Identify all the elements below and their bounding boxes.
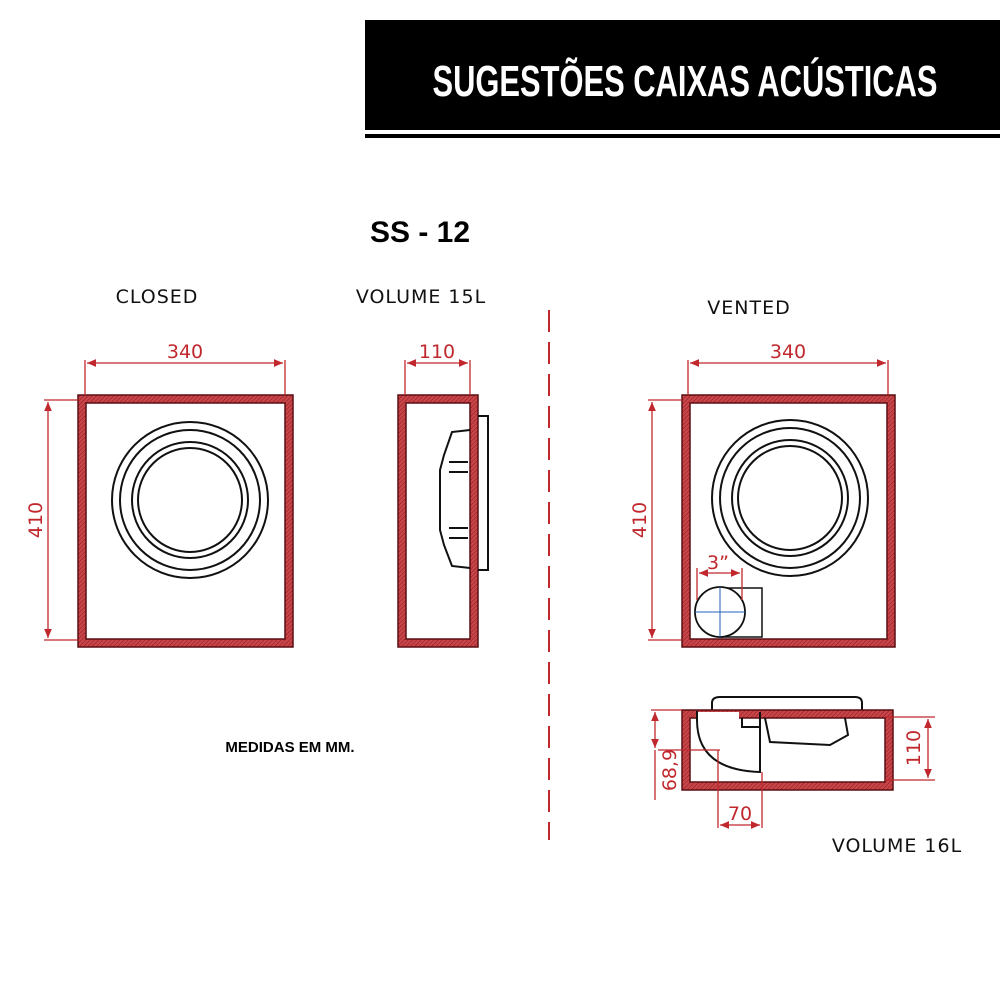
page-title: SUGESTÕES CAIXAS ACÚSTICAS: [433, 56, 938, 106]
closed-height-dim: 410: [25, 502, 47, 538]
vented-front-view: 3” 340 410: [629, 341, 896, 648]
port-length-dim: 70: [728, 803, 752, 825]
model-name: SS - 12: [370, 216, 470, 249]
vented-section-view: 68,9 70 110: [651, 696, 935, 829]
closed-label: CLOSED: [116, 286, 199, 308]
closed-depth-dim: 110: [419, 341, 455, 363]
vented-width-dim: 340: [770, 341, 806, 363]
vented-height-dim: 410: [629, 502, 651, 538]
closed-front-view: 340 410: [25, 341, 294, 648]
closed-width-dim: 340: [167, 341, 203, 363]
vented-depth-dim: 110: [903, 730, 925, 766]
units-note: MEDIDAS EM MM.: [225, 739, 354, 756]
port-offset-dim: 68,9: [659, 749, 681, 791]
header-banner: SUGESTÕES CAIXAS ACÚSTICAS: [365, 20, 1000, 138]
closed-side-view: 110: [397, 341, 489, 648]
vented-label: VENTED: [707, 297, 790, 319]
closed-volume-label: VOLUME 15L: [356, 286, 486, 308]
port-diameter-dim: 3”: [707, 552, 729, 574]
vented-volume-label: VOLUME 16L: [832, 835, 962, 857]
